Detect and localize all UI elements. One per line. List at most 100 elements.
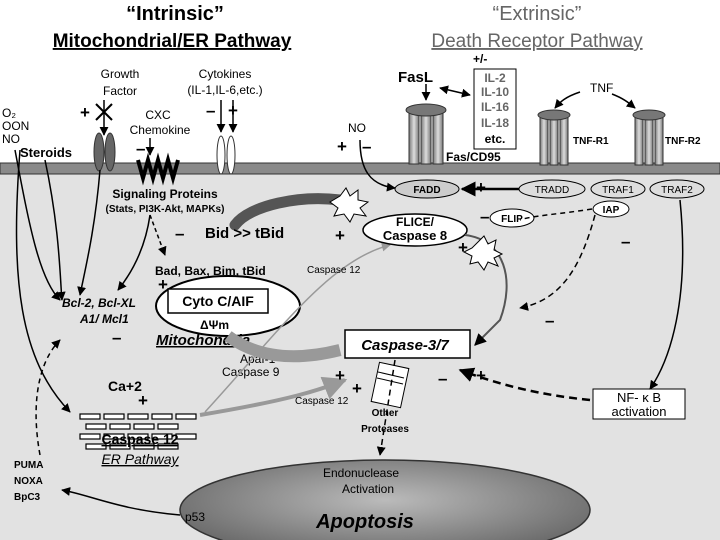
- label-signaling: Signaling Proteins: [112, 187, 218, 201]
- sign-plus-fadd: +: [476, 178, 486, 197]
- sign-minus-cyto: –: [206, 101, 215, 120]
- label-fas-cd95: Fas/CD95: [446, 150, 501, 164]
- label-no-right: NO: [348, 121, 366, 135]
- label-casp12-top: Caspase 12: [307, 265, 361, 276]
- label-bcl2: Bcl-2, Bcl-XL: [62, 296, 136, 310]
- label-bpc3: BpC3: [14, 492, 41, 503]
- label-fasl: FasL: [398, 69, 433, 86]
- label-il-etc: etc.: [485, 132, 506, 146]
- sign-plus-cyto: +: [228, 101, 238, 120]
- apoptosis-ellipse: [179, 459, 591, 540]
- label-tnfr1: TNF-R1: [573, 136, 609, 147]
- gf-receptor-left: [93, 132, 105, 172]
- label-il18: IL-18: [481, 116, 509, 130]
- label-er-pathway: ER Pathway: [101, 451, 179, 467]
- proteases-cylinder: [370, 361, 410, 409]
- sign-minus-iap: –: [545, 311, 554, 330]
- label-endonuclease: Endonuclease: [323, 466, 399, 480]
- tnf-r2: [632, 109, 666, 166]
- label-plus-minus: +/-: [473, 52, 487, 66]
- label-apoptosis: Apoptosis: [315, 511, 414, 533]
- fas-receptor: [405, 103, 447, 165]
- sign-plus-casp9: +: [335, 366, 345, 385]
- sign-plus-flice-right: +: [458, 238, 468, 257]
- label-fadd: FADD: [413, 185, 440, 196]
- label-puma: PUMA: [14, 460, 43, 471]
- sign-plus-bad: +: [158, 275, 168, 294]
- sign-plus-casp12: +: [352, 379, 362, 398]
- caspase37-box: [344, 329, 471, 359]
- label-proteases: Proteases: [361, 424, 409, 435]
- label-bid: Bid >> tBid: [205, 225, 284, 242]
- label-il16: IL-16: [481, 100, 509, 114]
- sign-plus-no: +: [337, 137, 347, 156]
- label-signaling-list: (Stats, PI3K-Akt, MAPKs): [106, 204, 225, 215]
- label-nfkb: NF- κ B: [617, 390, 661, 405]
- cleavage-star-bid: [329, 187, 370, 223]
- sign-minus-chemo: –: [136, 139, 145, 158]
- label-tnf: TNF: [590, 81, 613, 95]
- label-activation: Activation: [342, 482, 394, 496]
- label-cytokines: Cytokines: [199, 67, 252, 81]
- label-il10: IL-10: [481, 85, 509, 99]
- sign-plus-ca: +: [138, 391, 148, 410]
- flip-ellipse: [489, 208, 535, 228]
- il-box: [473, 68, 517, 150]
- label-caspase8: Caspase 8: [383, 228, 447, 243]
- label-delta-psi: ΔΨm: [200, 318, 229, 332]
- label-tnfr2: TNF-R2: [665, 136, 701, 147]
- extrinsic-title: “Extrinsic”: [493, 3, 582, 25]
- cytokine-receptor-right: [226, 135, 236, 175]
- nfkb-box: [592, 388, 686, 420]
- label-chemokine: Chemokine: [130, 123, 191, 137]
- iap-ellipse: [592, 200, 630, 218]
- label-casp12-bottom: Caspase 12: [295, 396, 349, 407]
- label-cytokines-list: (IL-1,IL-6,etc.): [187, 83, 262, 97]
- label-nfkb-activation: activation: [612, 404, 667, 419]
- label-il2: IL-2: [484, 71, 506, 85]
- sign-plus-flice: +: [335, 226, 345, 245]
- label-ca: Ca+2: [108, 378, 142, 394]
- label-oon: OON: [2, 119, 29, 133]
- cleavage-star-casp8: [462, 235, 504, 271]
- label-bad-bax: Bad, Bax, Bim, tBid: [155, 264, 266, 278]
- er-stack: [79, 413, 197, 450]
- label-flip: FLIP: [501, 214, 523, 225]
- label-growth: Growth: [101, 67, 140, 81]
- traf2-ellipse: [649, 179, 705, 199]
- label-flice: FLICE/: [396, 215, 435, 229]
- caspase8-ellipse: [362, 213, 468, 247]
- sign-plus-gf: +: [80, 103, 90, 122]
- label-factor: Factor: [103, 84, 137, 98]
- intrinsic-title: “Intrinsic”: [126, 3, 224, 25]
- label-cyto-c: Cyto C/AIF: [182, 293, 254, 309]
- tnf-r1: [537, 109, 571, 166]
- sign-plus-nfkb: +: [476, 366, 486, 385]
- cytokine-receptor-left: [216, 135, 226, 175]
- traf1-ellipse: [590, 179, 646, 199]
- label-caspase12-er: Caspase 12: [101, 431, 178, 447]
- sign-minus-no: –: [362, 137, 371, 156]
- intrinsic-subtitle: Mitochondrial/ER Pathway: [53, 31, 292, 52]
- label-traf2: TRAF2: [661, 185, 693, 196]
- gf-receptor-right: [104, 132, 116, 172]
- label-o2: O₂: [2, 106, 16, 120]
- apoptosome-flow: [224, 331, 342, 363]
- chemokine-receptor: [136, 152, 180, 186]
- label-casp9: Caspase 9: [222, 365, 280, 379]
- cell-membrane: [0, 162, 720, 175]
- label-iap: IAP: [603, 205, 620, 216]
- cyto-c-box: [167, 288, 269, 314]
- label-other: Other: [372, 408, 399, 419]
- label-mitochondria: Mitochondria: [156, 332, 250, 349]
- extrinsic-subtitle: Death Receptor Pathway: [431, 31, 643, 52]
- label-caspase37: Caspase-3/7: [361, 337, 449, 354]
- sign-minus-badpath: –: [175, 224, 184, 243]
- label-a1: A1/ Mcl1: [79, 312, 129, 326]
- label-tradd: TRADD: [535, 185, 569, 196]
- label-cxc: CXC: [145, 108, 171, 122]
- sign-minus-bcl: –: [112, 328, 121, 347]
- label-p53: p53: [185, 510, 205, 524]
